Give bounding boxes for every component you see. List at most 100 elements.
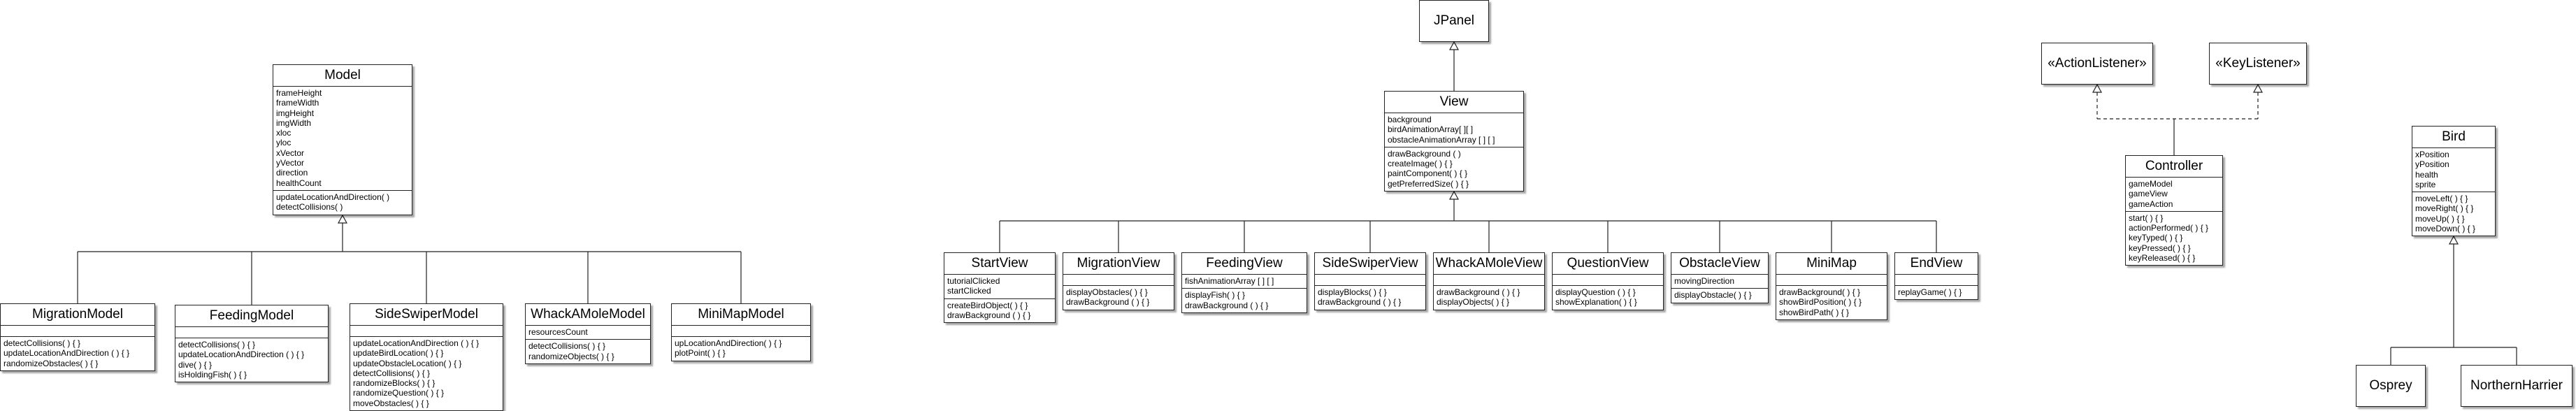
method: randomizeObjects( ) { } <box>528 351 614 361</box>
attribute: health <box>2415 169 2438 180</box>
inheritance-arrowhead <box>2448 235 2459 245</box>
action-listener-name: «ActionListener» <box>2048 56 2147 71</box>
method: detectCollisions( ) { } <box>178 340 256 349</box>
methods-compartment: drawBackground ( )createImage( ) { }pain… <box>1385 147 1523 191</box>
method: updateLocationAndDirection ( ) { } <box>3 348 130 359</box>
class-name: SideSwiperView <box>1315 253 1425 275</box>
method: isHoldingFish( ) { } <box>178 369 247 380</box>
attribute: xPosition <box>2415 150 2449 159</box>
method: detectCollisions( ) { } <box>3 338 81 348</box>
attributes-compartment <box>672 326 810 337</box>
attributes-compartment <box>1895 275 1978 286</box>
method: moveObstacles( ) { } <box>353 398 429 408</box>
method: plotPoint( ) { } <box>675 348 726 359</box>
interface-action-listener[interactable]: «ActionListener» <box>2041 43 2153 85</box>
method: drawBackground ( ) { } <box>1066 297 1150 308</box>
methods-compartment: upLocationAndDirection( ) { }plotPoint( … <box>672 337 810 361</box>
class-name: FeedingView <box>1182 253 1307 275</box>
methods-compartment: detectCollisions( ) { }updateLocationAnd… <box>1 337 154 370</box>
attribute: gameAction <box>2129 199 2173 209</box>
method: randomizeObstacles( ) { } <box>3 358 99 368</box>
class-northern-harrier[interactable]: NorthernHarrier <box>2461 365 2573 407</box>
inheritance-arrowhead <box>337 214 348 224</box>
method: updateLocationAndDirection( ) <box>276 192 390 202</box>
class-sideswiper-view[interactable]: SideSwiperView displayBlocks( ) { }drawBa… <box>1314 252 1426 310</box>
method: createBirdObject( ) { } <box>947 300 1028 310</box>
method: showBirdPath( ) { } <box>1779 307 1850 317</box>
method: displayObstacle( ) { } <box>1674 290 1752 301</box>
method: drawBackground( ) { } <box>1779 287 1861 297</box>
method: updateLocationAndDirection ( ) { } <box>353 338 480 348</box>
class-end-view[interactable]: EndView replayGame( ) { } <box>1894 252 1978 301</box>
attributes-compartment <box>1776 275 1887 286</box>
method: randomizeQuestion( ) { } <box>353 388 445 398</box>
class-jpanel[interactable]: JPanel <box>1419 0 1489 42</box>
attribute: yPosition <box>2415 159 2449 170</box>
attribute: imgHeight <box>276 108 315 118</box>
attribute: frameHeight <box>276 88 322 98</box>
method: detectCollisions( ) <box>276 202 343 212</box>
methods-compartment: displayQuestion ( ) { }showExplanation( … <box>1553 286 1663 310</box>
attribute: imgWidth <box>276 117 312 128</box>
method: moveLeft( ) { } <box>2415 194 2468 204</box>
class-name: Controller <box>2126 156 2222 178</box>
attribute: direction <box>276 168 308 178</box>
attribute: xloc <box>276 128 292 138</box>
attribute: gameView <box>2129 189 2168 199</box>
class-name: StartView <box>944 253 1055 275</box>
inheritance-arrowhead <box>2252 83 2264 93</box>
class-name: Bird <box>2412 127 2495 148</box>
attributes-compartment: fishAnimationArray [ ] [ ] <box>1182 275 1307 289</box>
method: actionPerformed( ) { } <box>2129 223 2209 233</box>
methods-compartment: displayBlocks( ) { }drawBackground ( ) {… <box>1315 286 1425 310</box>
class-name: QuestionView <box>1553 253 1663 275</box>
class-name: View <box>1385 92 1523 113</box>
class-name: MiniMap <box>1776 253 1887 275</box>
attribute: sprite <box>2415 179 2436 189</box>
class-question-view[interactable]: QuestionView displayQuestion ( ) { }showE… <box>1552 252 1664 310</box>
class-osprey[interactable]: Osprey <box>2356 365 2426 407</box>
method: updateLocationAndDirection ( ) { } <box>178 349 305 360</box>
method: displayObjects( ) { } <box>1437 297 1510 308</box>
attributes-compartment: resourcesCount <box>526 326 650 340</box>
method: paintComponent( ) { } <box>1388 168 1468 179</box>
method: replayGame( ) { } <box>1898 287 1962 297</box>
attribute: yVector <box>276 158 305 168</box>
class-name: EndView <box>1895 253 1978 275</box>
method: moveDown( ) { } <box>2415 224 2476 234</box>
attributes-compartment <box>1553 275 1663 286</box>
methods-compartment: createBirdObject( ) { }drawBackground ( … <box>944 299 1055 323</box>
osprey-name: Osprey <box>2369 378 2412 393</box>
attribute: birdAnimationArray[ ][ ] <box>1388 124 1474 135</box>
interface-key-listener[interactable]: «KeyListener» <box>2209 43 2307 85</box>
attributes-compartment <box>1063 275 1174 286</box>
method: drawBackground ( ) { } <box>1437 287 1520 297</box>
method: drawBackground ( ) { } <box>947 310 1031 320</box>
northern-harrier-name: NorthernHarrier <box>2470 378 2563 393</box>
method: updateObstacleLocation( ) { } <box>353 358 462 368</box>
methods-compartment: start( ) { }actionPerformed( ) { }keyTyp… <box>2126 212 2222 265</box>
method: keyPressed( ) { } <box>2129 243 2191 253</box>
methods-compartment: displayObstacles( ) { }drawBackground ( … <box>1063 286 1174 310</box>
attributes-compartment <box>350 326 503 337</box>
inheritance-arrowhead <box>2092 83 2103 93</box>
attribute: background <box>1388 115 1432 124</box>
method: upLocationAndDirection( ) { } <box>675 338 782 348</box>
